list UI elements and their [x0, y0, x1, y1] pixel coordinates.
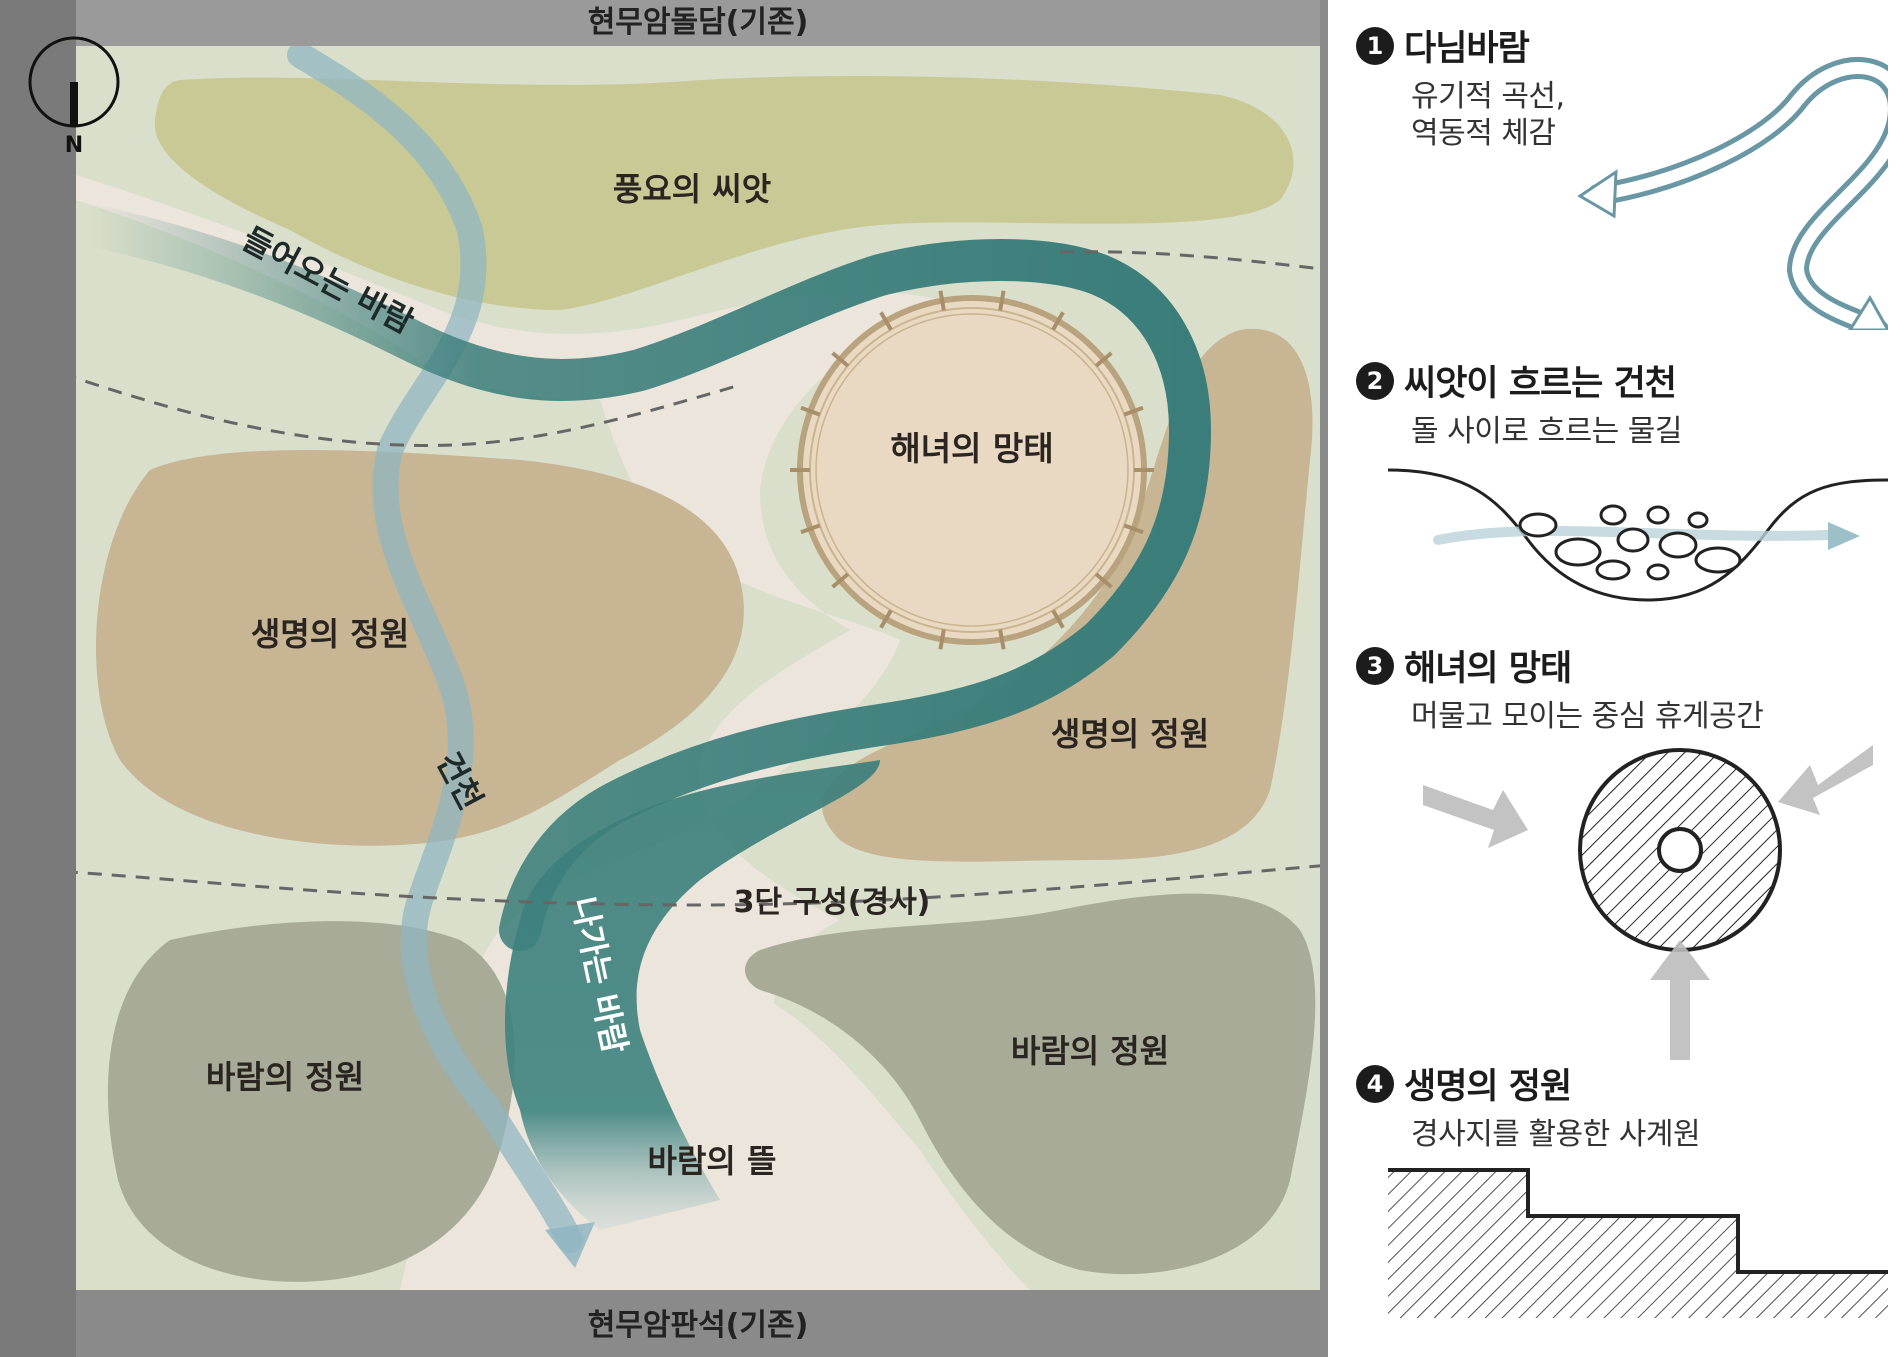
terrace-line-upper-right: [1059, 250, 1320, 271]
basket-tick: [1051, 609, 1065, 629]
basket-tick: [831, 572, 850, 589]
legend-desc-2: 돌 사이로 흐르는 물길: [1411, 414, 1896, 451]
basket-tick: [800, 523, 821, 535]
zone-wind-garden-left: [107, 921, 515, 1282]
label-wind-garden-left: 바람의 정원: [206, 1058, 364, 1096]
stream-arrowhead: [545, 1222, 595, 1268]
west-wall: [0, 0, 76, 1357]
legend-title-2: 씨앗이 흐르는 건천: [1404, 364, 1677, 404]
label-terrace: 3단 구성(경사): [734, 885, 931, 920]
legend-desc-4-line-1: 경사지를 활용한 사계원: [1411, 1117, 1701, 1152]
curved-arrow-icon: [1577, 57, 1888, 330]
basket-tick: [879, 311, 893, 331]
label-life-garden-right: 생명의 정원: [1051, 715, 1209, 753]
legend-desc-3: 머물고 모이는 중심 휴게공간: [1411, 699, 1896, 736]
legend-item-1: 1 다님바람 유기적 곡선, 역동적 체감: [1356, 20, 1896, 152]
dry-stream: [287, 46, 583, 1253]
stream-section-icon: [1388, 468, 1888, 602]
incoming-wind-flow: [76, 204, 1212, 951]
site-plan: N 현무암돌담(기존) 현무암판석(기존) 풍요의 씨앗 해녀의 망태 생명의 …: [0, 0, 1328, 1357]
basket-tick: [938, 629, 946, 650]
basket-tick: [1051, 311, 1065, 331]
north-indicator: N: [28, 36, 120, 158]
legend-number-2: 2: [1356, 361, 1394, 400]
legend-item-4: 4 생명의 정원 경사지를 활용한 사계원: [1356, 1058, 1896, 1154]
basket-tick: [1123, 405, 1144, 417]
label-haenyeo-basket: 해녀의 망태: [890, 429, 1053, 468]
south-paving: [76, 1290, 1320, 1357]
terraced-garden-icon: [1388, 1168, 1888, 1318]
basket-tick: [1094, 572, 1113, 589]
bottom-wall-label: 현무암판석(기존): [588, 1308, 809, 1343]
legend-desc-1: 유기적 곡선, 역동적 체감: [1411, 79, 1896, 152]
basket-tick: [938, 290, 946, 311]
zone-life-garden-left: [96, 450, 744, 846]
terrace-line-lower: [76, 864, 1320, 907]
basket-tick: [998, 629, 1006, 650]
legend-number-1: 1: [1356, 26, 1394, 65]
basket-tick: [1094, 351, 1113, 368]
top-wall-label: 현무암돌담(기존): [588, 5, 809, 40]
label-wind-yard: 바람의 뜰: [648, 1142, 777, 1180]
outgoing-wind-flow: [505, 760, 880, 1230]
legend-title-3: 해녀의 망태: [1404, 649, 1572, 689]
legend-title-1: 다님바람: [1404, 29, 1530, 69]
terrace-line-upper-left: [76, 376, 741, 448]
legend-item-2: 2 씨앗이 흐르는 건천 돌 사이로 흐르는 물길: [1356, 355, 1896, 451]
legend-title-4: 생명의 정원: [1404, 1067, 1572, 1107]
haenyeo-basket: [797, 295, 1147, 645]
label-abundance-seed: 풍요의 씨앗: [613, 170, 771, 208]
legend-desc-2-line-1: 돌 사이로 흐르는 물길: [1411, 414, 1683, 449]
legend-number-4: 4: [1356, 1064, 1394, 1103]
legend-desc-1-line-2: 역동적 체감: [1411, 115, 1556, 151]
label-wind-garden-right: 바람의 정원: [1011, 1032, 1169, 1070]
basket-tick: [800, 405, 821, 417]
legend-desc-4: 경사지를 활용한 사계원: [1411, 1117, 1896, 1154]
zone-wind-garden-right: [745, 893, 1316, 1275]
legend-item-3: 3 해녀의 망태 머물고 모이는 중심 휴게공간: [1356, 640, 1896, 736]
legend-desc-3-line-1: 머물고 모이는 중심 휴게공간: [1411, 699, 1764, 734]
legend-panel: 1 다님바람 유기적 곡선, 역동적 체감 2 씨앗이 흐르는 건천 돌 사이로…: [1328, 0, 1903, 1357]
legend-number-3: 3: [1356, 646, 1394, 685]
north-label: N: [65, 133, 83, 158]
basket-tick: [879, 609, 893, 629]
gathering-space-icon: [1423, 745, 1873, 1060]
basket-tick: [998, 290, 1006, 311]
legend-desc-1-line-1: 유기적 곡선,: [1411, 79, 1565, 114]
basket-tick: [1123, 523, 1144, 535]
basket-tick: [831, 351, 850, 368]
north-wall: [76, 0, 1320, 46]
label-life-garden-left: 생명의 정원: [251, 615, 409, 653]
zone-abundance-seed: [154, 75, 1294, 310]
